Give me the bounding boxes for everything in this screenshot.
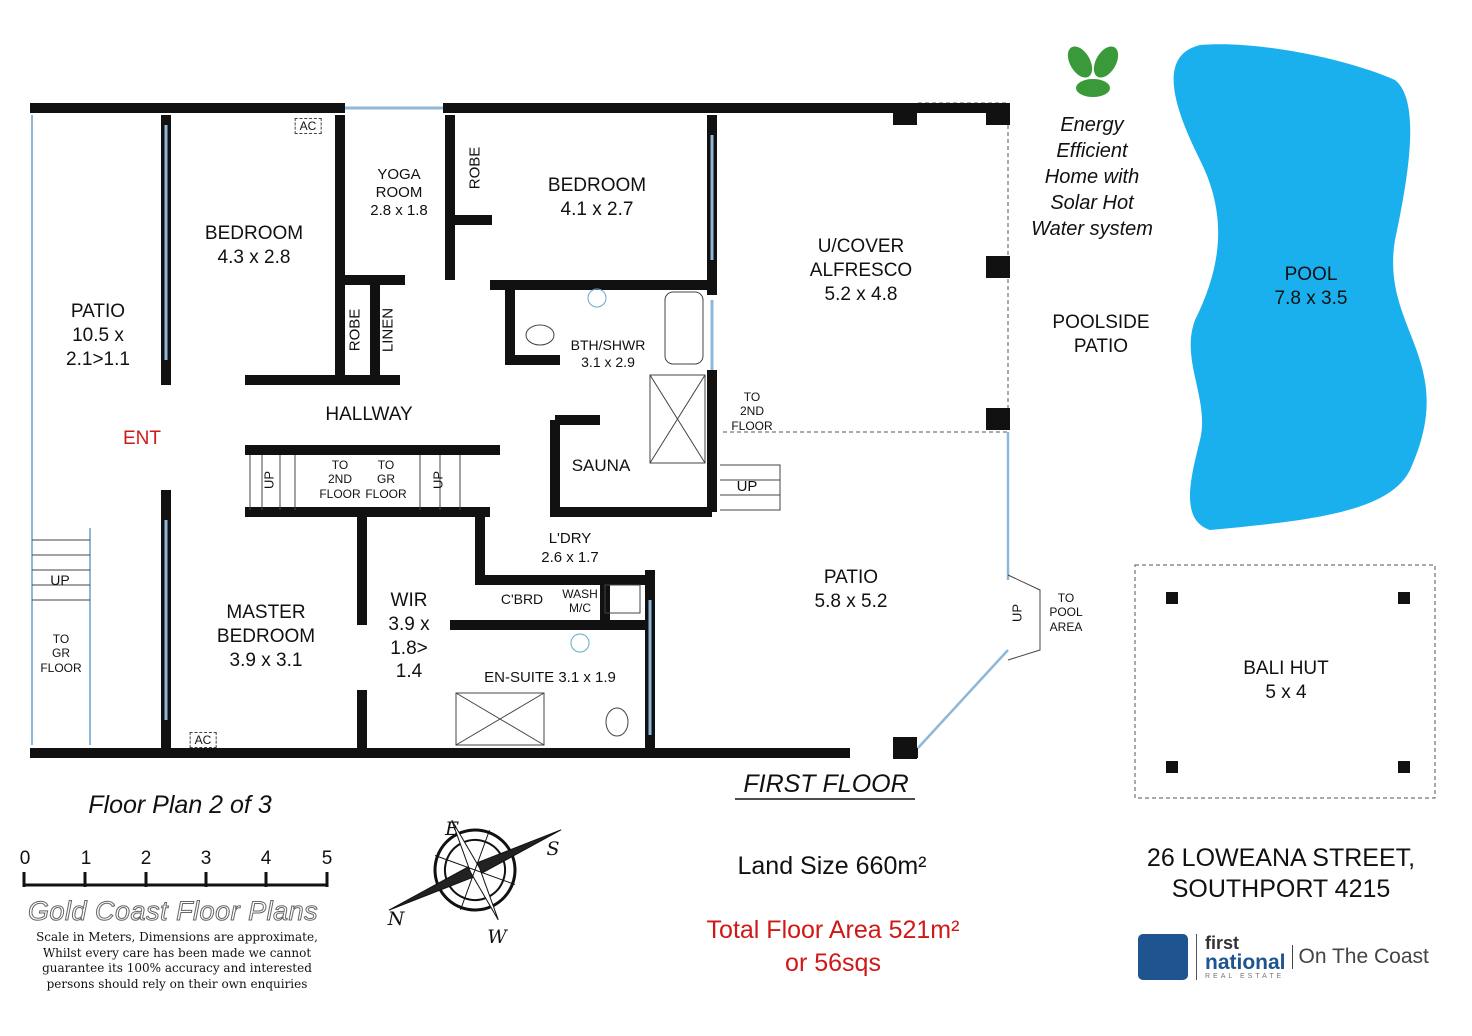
stairs-up-hall-1: UP: [261, 470, 277, 490]
address: 26 LOWEANA STREET,SOUTHPORT 4215: [1146, 844, 1416, 904]
room-ensuite: EN-SUITE 3.1 x 1.9: [484, 669, 616, 686]
patio-left-edge: [31, 115, 91, 745]
scale-tick: 2: [140, 848, 152, 869]
room-sauna: SAUNA: [571, 456, 631, 475]
agency-first: first: [1205, 933, 1240, 953]
scale-tick: 5: [321, 848, 333, 869]
entrance-label: ENT: [123, 428, 161, 449]
alfresco-posts: [893, 103, 1010, 759]
agency-national: national: [1205, 951, 1286, 974]
compass-w: W: [487, 926, 507, 948]
scale-tick: 1: [80, 848, 92, 869]
pool-shape: [1173, 44, 1427, 531]
recycle-footprints-icon: [1067, 46, 1119, 97]
compass-rose: [388, 819, 562, 921]
agency-logo-icon: [1138, 934, 1188, 980]
compass-n: N: [387, 908, 405, 930]
robe-label-2: ROBE: [346, 308, 364, 352]
stair-treads: [32, 455, 1041, 661]
ac-label-bottom: AC: [189, 732, 217, 749]
stairs-up-pool: UP: [1009, 603, 1025, 623]
room-hallway: HALLWAY: [325, 404, 413, 425]
scale-tick: 3: [200, 848, 212, 869]
agency-real-estate: REAL ESTATE: [1205, 973, 1285, 980]
ac-label-top: AC: [294, 118, 322, 135]
studio-logo: Gold Coast Floor Plans: [27, 896, 319, 927]
plan-number: Floor Plan 2 of 3: [88, 791, 272, 819]
compass-e: E: [445, 818, 459, 840]
windows: [164, 106, 714, 735]
total-squares: or 56sqs: [785, 949, 881, 977]
total-floor-area: Total Floor Area 521m²: [706, 916, 960, 944]
stairs-up-left: UP: [50, 572, 70, 588]
agency-office: On The Coast: [1291, 945, 1429, 969]
linen-label: LINEN: [379, 307, 397, 353]
patio-glass-edge: [917, 432, 1010, 749]
scale-tick: 4: [260, 848, 272, 869]
disclaimer: Scale in Meters, Dimensions are approxim…: [36, 930, 318, 991]
stairs-up-hall-2: UP: [430, 470, 446, 490]
land-size: Land Size 660m²: [737, 852, 927, 880]
stairs-up-outside: UP: [736, 478, 758, 495]
bali-hut-posts: [1166, 592, 1410, 773]
scale-tick: 0: [19, 848, 31, 869]
bali-hut-outline: [1134, 564, 1436, 799]
walls: [30, 103, 1008, 758]
robe-label-1: ROBE: [466, 146, 484, 190]
bathroom-fixtures: [455, 288, 706, 746]
cupboard-label: C'BRD: [500, 591, 544, 607]
scale-bar: [22, 872, 329, 887]
compass-s: S: [546, 838, 560, 860]
floor-title: FIRST FLOOR: [743, 770, 909, 798]
